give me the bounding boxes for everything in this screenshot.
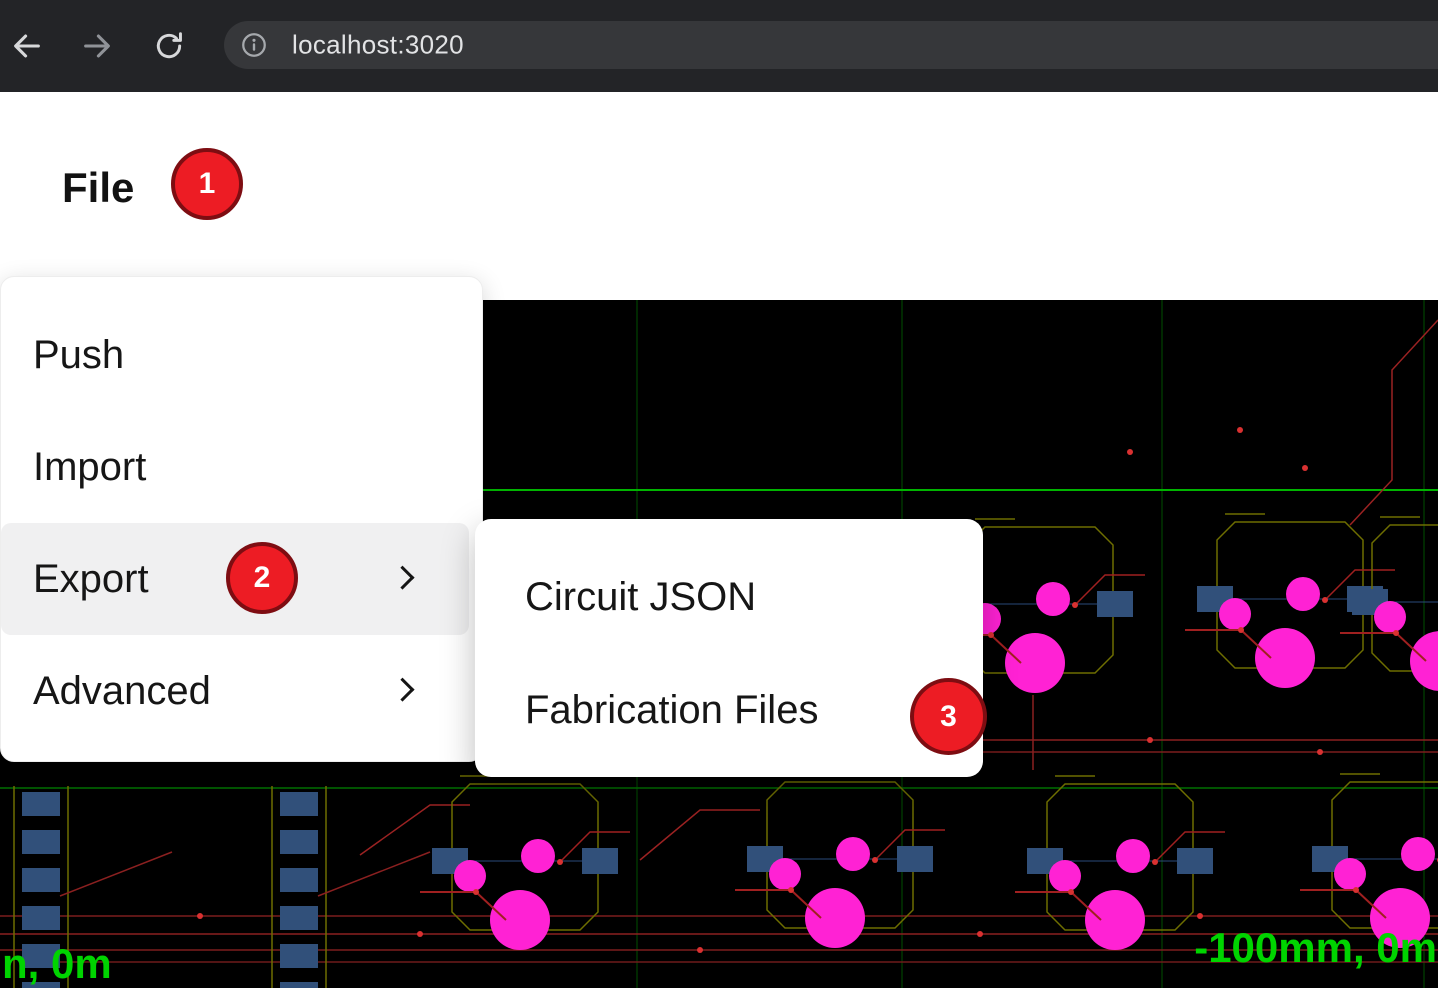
annotation-badge-3: 3	[910, 678, 987, 755]
browser-toolbar: localhost:3020	[0, 0, 1438, 92]
canvas-coordinate-left: n, 0m	[2, 940, 112, 987]
chevron-right-icon	[390, 565, 415, 590]
menu-item-import[interactable]: Import	[1, 411, 482, 523]
menu-item-label: Import	[33, 444, 147, 489]
chevron-right-icon	[390, 677, 415, 702]
export-submenu: Circuit JSON Fabrication Files	[475, 519, 983, 777]
back-button[interactable]	[10, 29, 44, 63]
canvas-coordinate-right: -100mm, 0m	[1194, 924, 1437, 971]
refresh-icon	[156, 32, 182, 59]
address-bar[interactable]: localhost:3020	[224, 21, 1438, 69]
arrow-right-icon	[84, 34, 110, 58]
submenu-item-fabrication-files[interactable]: Fabrication Files	[475, 654, 983, 767]
menu-item-label: Advanced	[33, 668, 211, 713]
refresh-button[interactable]	[152, 29, 186, 63]
forward-button[interactable]	[80, 29, 114, 63]
site-info-button[interactable]	[239, 30, 269, 60]
submenu-item-label: Circuit JSON	[525, 575, 757, 619]
url-text: localhost:3020	[292, 29, 464, 60]
menu-item-advanced[interactable]: Advanced	[1, 635, 482, 747]
annotation-badge-2: 2	[226, 542, 298, 614]
arrow-left-icon	[14, 34, 40, 58]
submenu-item-circuit-json[interactable]: Circuit JSON	[475, 541, 983, 654]
file-dropdown-menu: Push Import Export Advanced	[0, 276, 483, 762]
annotation-badge-1: 1	[171, 148, 243, 220]
submenu-item-label: Fabrication Files	[525, 688, 819, 732]
info-icon	[242, 33, 266, 57]
file-menu-button[interactable]: File	[62, 164, 135, 211]
menu-item-label: Push	[33, 332, 125, 377]
menu-item-label: Export	[33, 556, 149, 601]
menu-item-push[interactable]: Push	[1, 299, 482, 411]
